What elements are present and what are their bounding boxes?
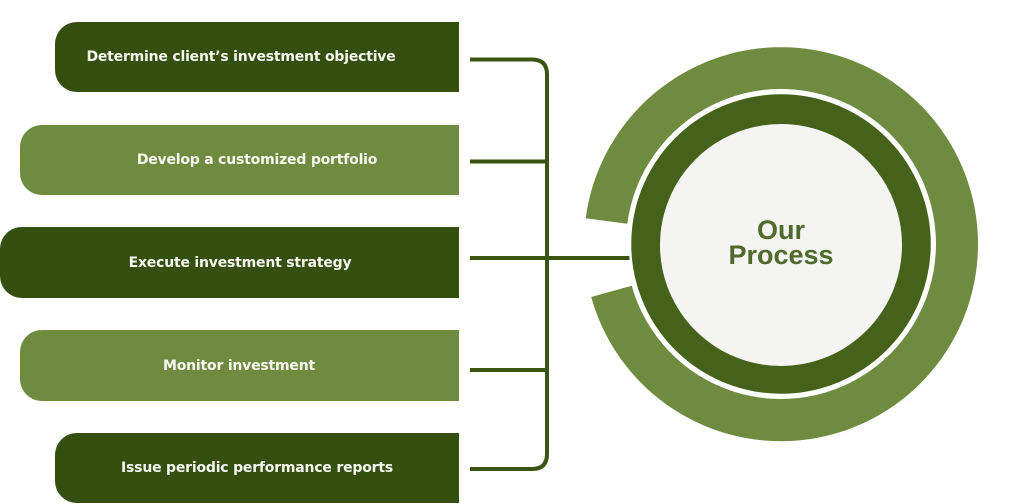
center-title: Our Process — [681, 215, 881, 270]
step-determine-objective: Determine client’s investment objective — [55, 22, 459, 92]
connector-lines — [470, 57, 632, 471]
step-execute-strategy: Execute investment strategy — [0, 227, 459, 298]
step-develop-portfolio: Develop a customized portfolio — [20, 125, 459, 195]
step-label: Develop a customized portfolio — [136, 152, 378, 168]
step-monitor-investment: Monitor investment — [20, 330, 459, 401]
connector-bracket — [470, 57, 549, 471]
step-label: Monitor investment — [163, 357, 315, 374]
center-title-line-1: Our — [756, 215, 805, 245]
step-label: Execute investment strategy — [128, 254, 352, 271]
step-label: Determine client’s investment objective — [86, 49, 396, 65]
step-issue-reports: Issue periodic performance reports — [55, 433, 459, 503]
center-title-line-2: Process — [728, 240, 834, 270]
step-label: Issue periodic performance reports — [121, 460, 393, 476]
